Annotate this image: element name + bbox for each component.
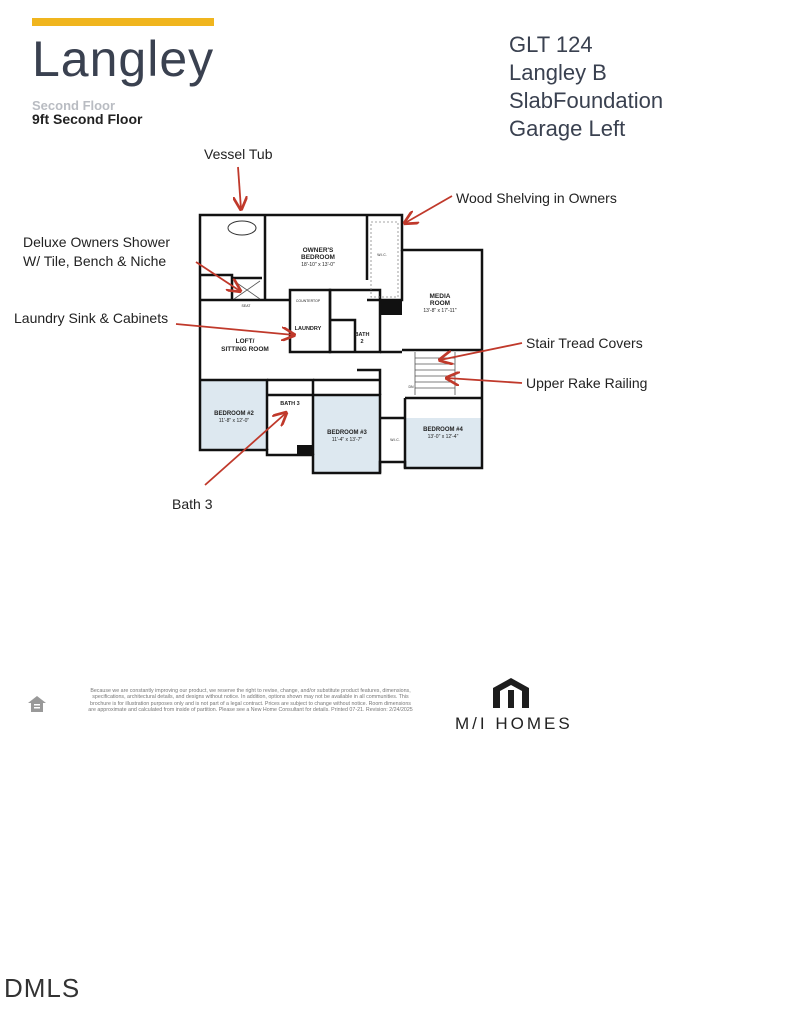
bath2-divider	[330, 318, 357, 352]
chase-block-2	[297, 445, 313, 455]
bedroom-4-fill	[405, 418, 481, 468]
loft-name: LOFT/	[236, 338, 255, 345]
equal-housing-icon	[28, 696, 46, 712]
bedroom-3-name: BEDROOM #3	[327, 430, 367, 436]
bedroom-2-dim: 11'-8" x 12'-0"	[219, 418, 250, 424]
owners-wic-label: W.I.C.	[377, 253, 387, 257]
floor-plan: OWNER'S BEDROOM 18'-10" x 13'-0" MEDIA R…	[175, 166, 523, 486]
owners-name: OWNER'S	[303, 247, 334, 254]
bedroom-4-wic-label: W.I.C.	[390, 438, 400, 442]
wic-wall	[365, 215, 404, 302]
media-wall	[380, 348, 482, 354]
media-dim: 13'-8" x 17'-11"	[423, 308, 456, 314]
bedroom-4-wall	[380, 396, 482, 468]
floor-label: Second Floor	[32, 98, 116, 113]
seat-label: SEAT	[242, 304, 252, 308]
bedroom-3-fill	[313, 395, 380, 473]
media-name: MEDIA	[430, 293, 451, 300]
stairs	[414, 352, 456, 395]
wic-shelving	[370, 221, 399, 298]
arrow-laundry	[175, 323, 294, 335]
bedroom-3-dim: 11'-4" x 13'-7"	[332, 437, 363, 443]
bath2-label: BATH	[355, 332, 370, 338]
arrow-wood-shelving	[405, 195, 453, 223]
bedroom-2-name: BEDROOM #2	[214, 411, 254, 417]
accent-bar	[32, 18, 214, 26]
callout-wood-shelving: Wood Shelving in Owners	[456, 190, 617, 206]
laundry-label: LAUNDRY	[295, 326, 322, 332]
floor-option: 9ft Second Floor	[32, 111, 143, 127]
lot-number: GLT 124	[509, 32, 593, 57]
chase-block	[380, 300, 402, 315]
owners-dim: 18'-10" x 13'-0"	[301, 262, 335, 268]
stairs-down-label: DN	[408, 385, 414, 389]
owners-bath-wall	[200, 215, 290, 302]
loft-name-2: SITTING ROOM	[221, 346, 269, 353]
arrow-bath3	[204, 413, 286, 486]
arrow-shower	[195, 261, 240, 291]
plan-name: Langley B	[509, 60, 607, 85]
callout-stair: Stair Tread Covers	[526, 335, 643, 351]
foundation: SlabFoundation	[509, 88, 664, 113]
disclaimer: Because we are constantly improving our …	[88, 688, 413, 714]
hall-closet-wall	[313, 368, 382, 395]
mi-homes-logo-icon	[493, 678, 529, 708]
vessel-tub	[227, 220, 257, 236]
bath3-label: BATH 3	[280, 401, 299, 407]
shower-wall	[200, 273, 262, 300]
media-name-2: ROOM	[430, 300, 450, 307]
callout-shower-line2: W/ Tile, Bench & Niche	[23, 253, 167, 269]
countertop-label: COUNTERTOP	[296, 299, 321, 303]
arrow-railing	[447, 378, 523, 383]
brand-name: M/I HOMES	[455, 714, 573, 733]
callout-vessel-tub: Vessel Tub	[204, 146, 273, 162]
watermark: DMLS	[4, 973, 81, 1003]
arrow-vessel-tub	[238, 166, 241, 209]
callout-shower-line1: Deluxe Owners Shower	[23, 234, 171, 250]
bath2-label-2: 2	[360, 339, 363, 345]
callout-bath3: Bath 3	[172, 496, 213, 512]
callout-railing: Upper Rake Railing	[526, 375, 648, 391]
arrow-stair	[440, 342, 523, 360]
owners-name-2: BEDROOM	[301, 254, 335, 261]
bedroom-4-dim: 13'-0" x 12'-4"	[428, 434, 459, 440]
callout-laundry: Laundry Sink & Cabinets	[14, 310, 169, 326]
bedroom-4-name: BEDROOM #4	[423, 427, 463, 433]
page-title: Langley	[32, 31, 215, 87]
bath3-wall	[267, 378, 315, 455]
garage-orientation: Garage Left	[509, 116, 626, 141]
